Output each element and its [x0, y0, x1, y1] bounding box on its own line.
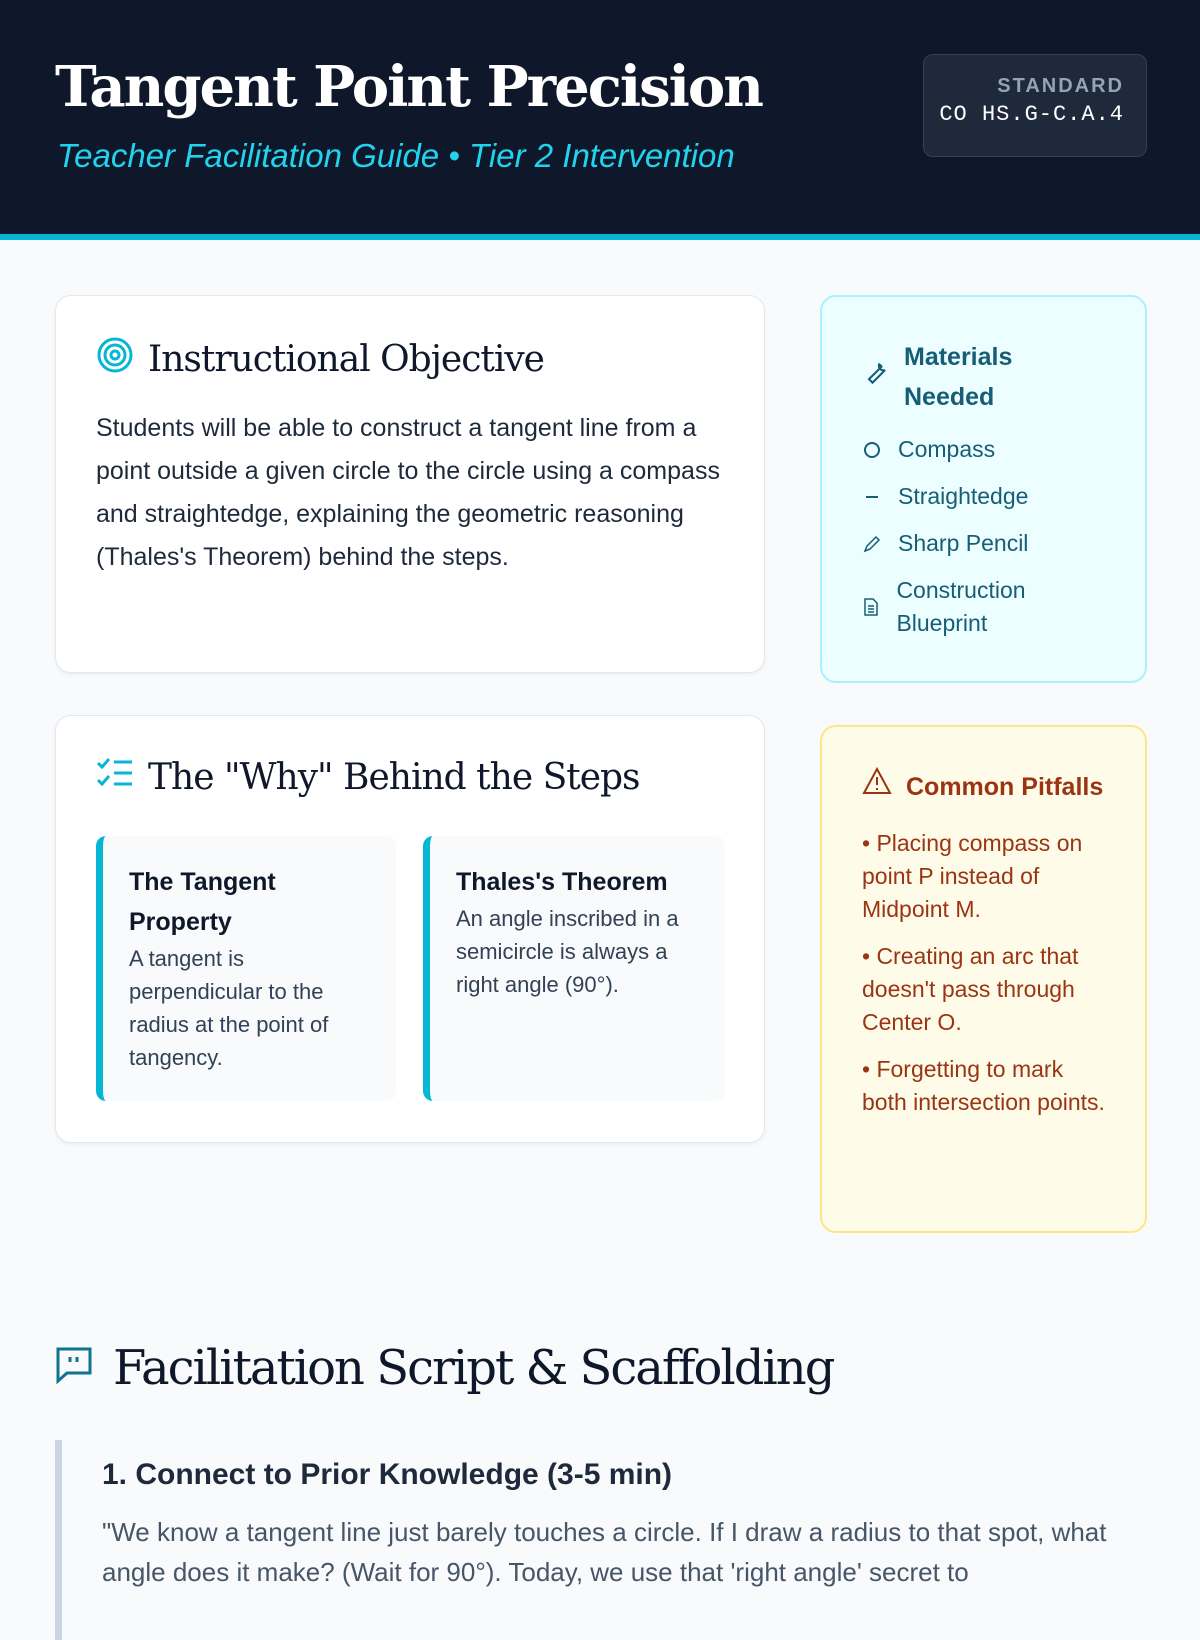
material-item: Straightedge — [862, 480, 1105, 513]
warning-icon — [862, 766, 892, 807]
pitfall-item: • Placing compass on point P instead of … — [862, 830, 1083, 922]
circle-icon — [862, 441, 882, 459]
quote-bubble-icon — [55, 1340, 93, 1396]
page-header: Tangent Point Precision Teacher Facilita… — [0, 0, 1200, 240]
material-label: Construction Blueprint — [896, 577, 1026, 636]
why-item: Thales's Theorem An angle inscribed in a … — [423, 836, 725, 1101]
why-card: The "Why" Behind the Steps The Tangent P… — [55, 715, 765, 1143]
pitfall-item: • Creating an arc that doesn't pass thro… — [862, 943, 1079, 1035]
pencil-icon — [862, 535, 882, 553]
page-title: Tangent Point Precision — [55, 54, 764, 120]
materials-card: Materials Needed Compass Straightedge Sh… — [820, 295, 1147, 683]
material-item: Construction Blueprint — [862, 574, 1105, 640]
line-icon — [862, 488, 882, 506]
pitfalls-heading: Common Pitfalls — [906, 773, 1104, 801]
checklist-icon — [96, 756, 134, 799]
pitfalls-card: Common Pitfalls • Placing compass on poi… — [820, 725, 1147, 1233]
script-step: 1. Connect to Prior Knowledge (3-5 min) … — [55, 1440, 1147, 1640]
step-text: "We know a tangent line just barely touc… — [102, 1517, 1107, 1587]
target-icon — [96, 336, 134, 383]
standard-label: STANDARD — [997, 75, 1124, 97]
wrench-icon — [862, 357, 890, 397]
why-item-title: The Tangent Property — [129, 868, 276, 936]
step-title: 1. Connect to Prior Knowledge (3-5 min) — [102, 1458, 673, 1491]
why-heading: The "Why" Behind the Steps — [148, 757, 641, 798]
document-icon — [862, 598, 880, 616]
material-label: Sharp Pencil — [898, 530, 1029, 556]
material-label: Compass — [898, 436, 996, 462]
material-label: Straightedge — [898, 483, 1029, 509]
facilitation-heading: Facilitation Script & Scaffolding — [113, 1340, 835, 1396]
materials-heading: Materials Needed — [904, 343, 1013, 411]
why-item-text: A tangent is perpendicular to the radius… — [129, 946, 329, 1070]
material-item: Compass — [862, 433, 1105, 466]
facilitation-heading-row: Facilitation Script & Scaffolding — [55, 1340, 835, 1396]
standard-code: CO HS.G-C.A.4 — [939, 102, 1124, 127]
pitfall-item: • Forgetting to mark both intersection p… — [862, 1056, 1105, 1115]
objective-heading: Instructional Objective — [148, 339, 545, 380]
page-subtitle: Teacher Facilitation Guide • Tier 2 Inte… — [57, 137, 735, 174]
why-item-text: An angle inscribed in a semicircle is al… — [456, 906, 679, 997]
objective-text: Students will be able to construct a tan… — [96, 414, 720, 571]
why-item: The Tangent Property A tangent is perpend… — [96, 836, 396, 1101]
why-item-title: Thales's Theorem — [456, 868, 668, 896]
standard-badge: STANDARD CO HS.G-C.A.4 — [923, 54, 1147, 157]
material-item: Sharp Pencil — [862, 527, 1105, 560]
objective-card: Instructional Objective Students will be… — [55, 295, 765, 673]
